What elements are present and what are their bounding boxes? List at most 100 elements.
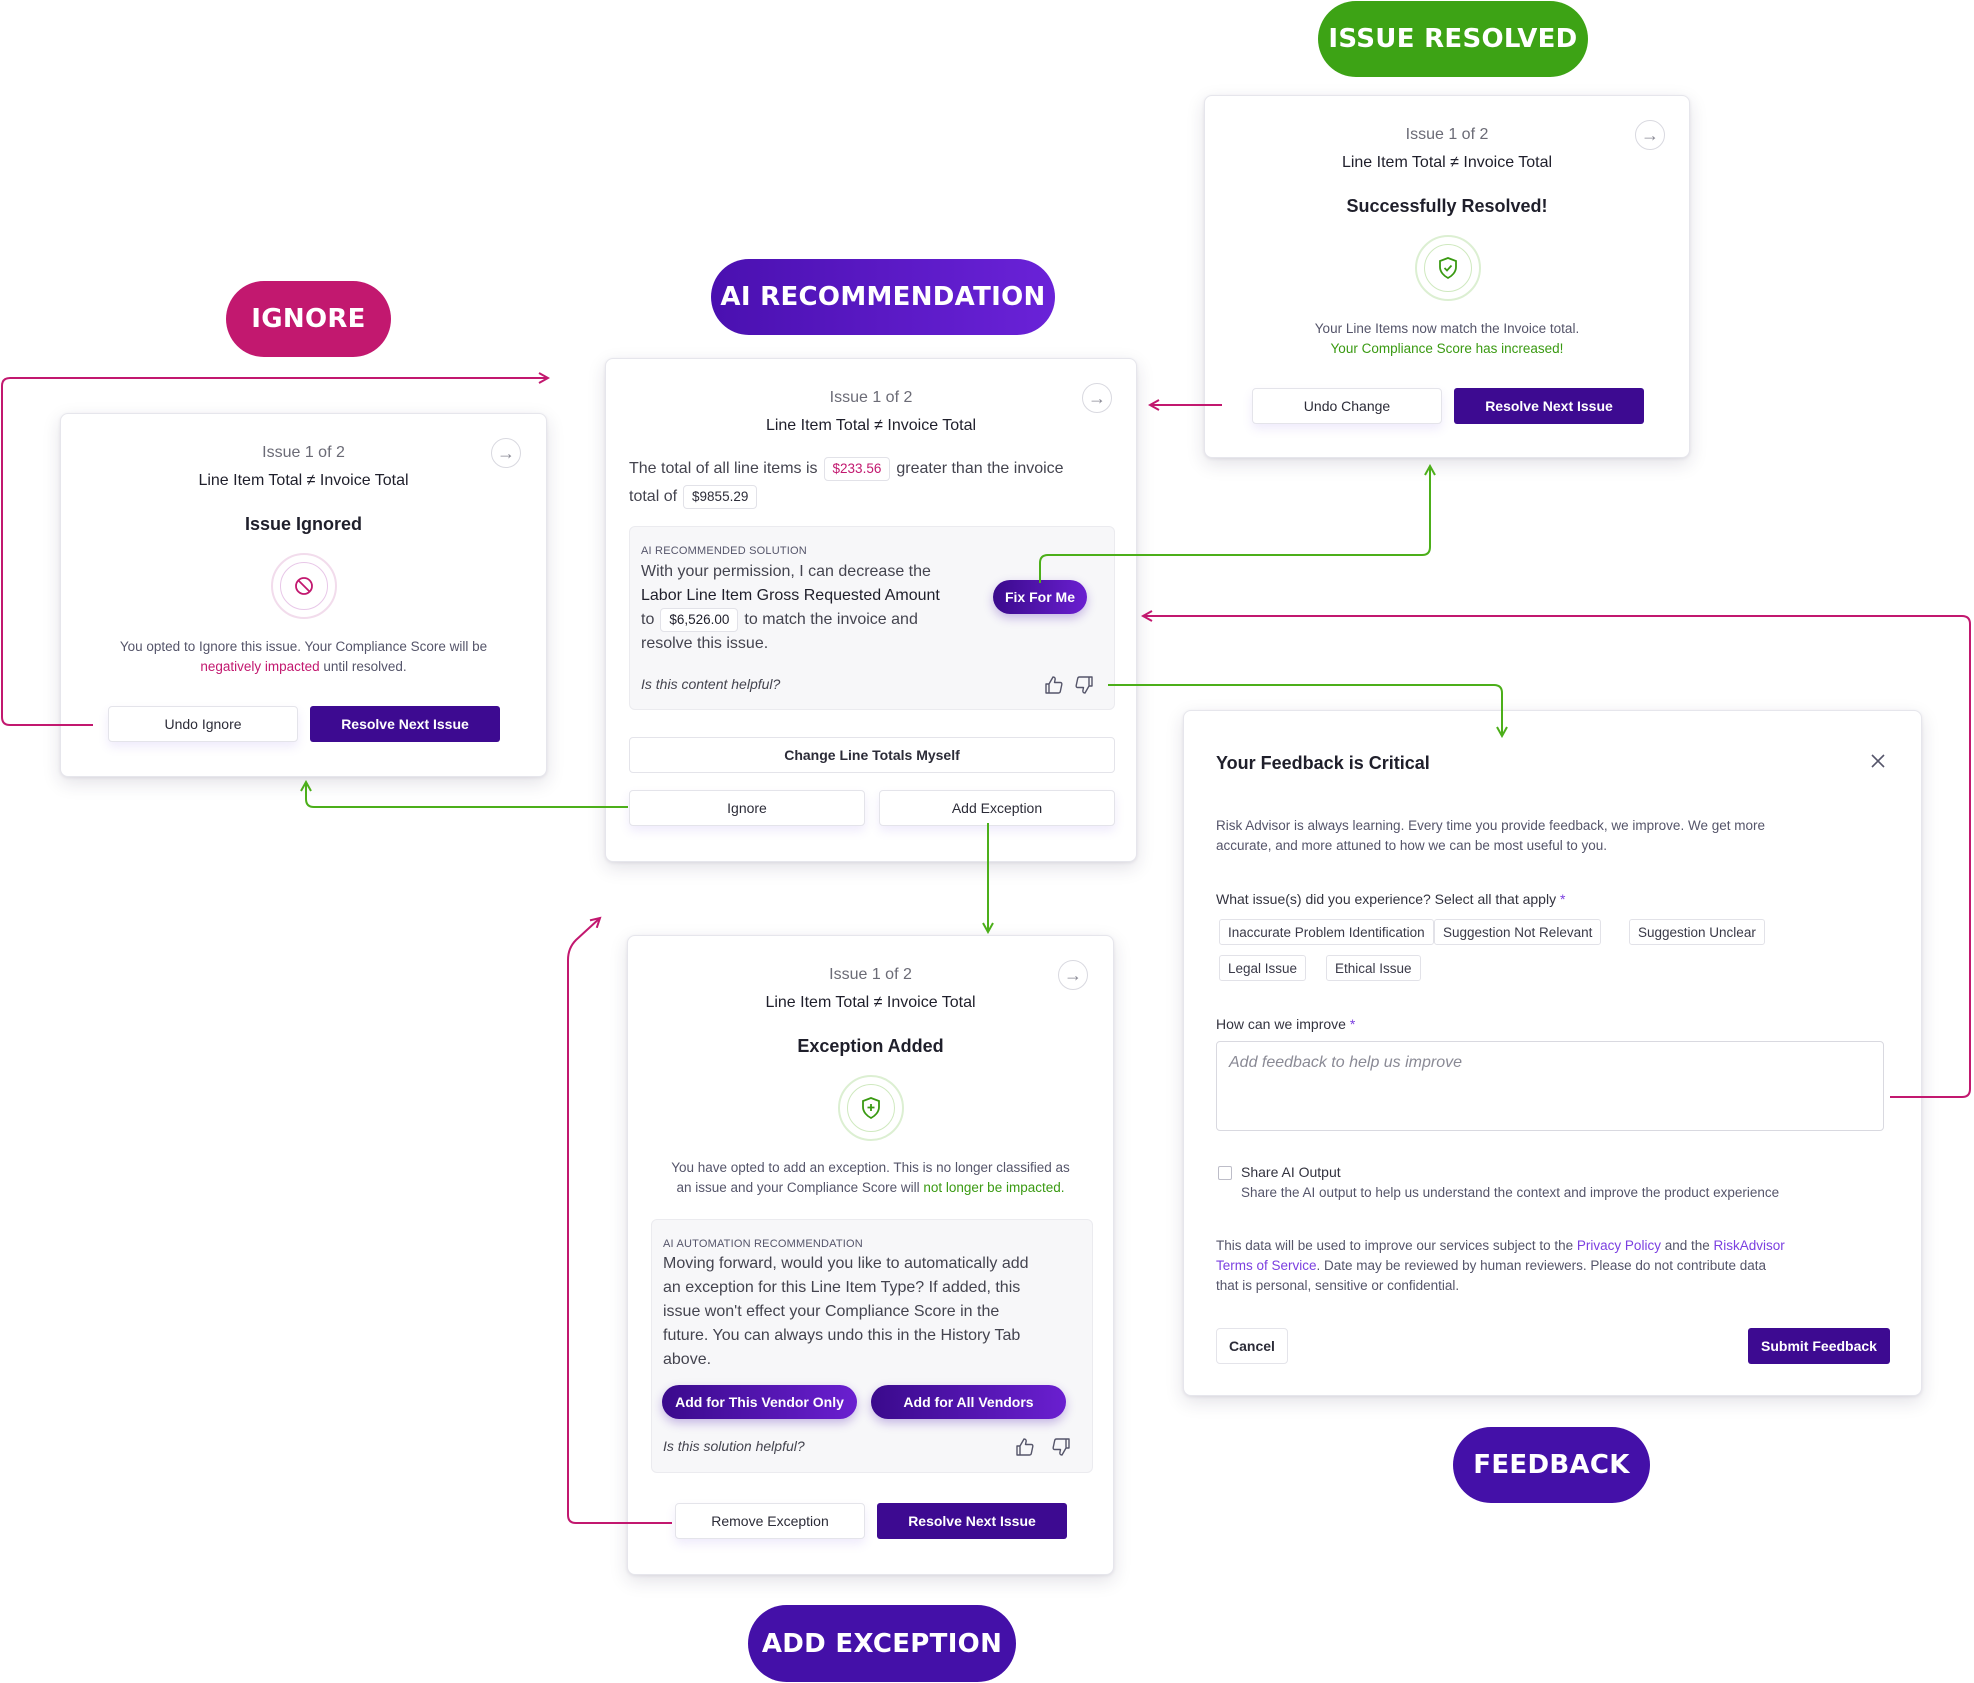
thumbs-up-icon <box>1045 676 1063 694</box>
thumbs-down-button[interactable] <box>1073 674 1095 696</box>
add-for-all-vendors-button[interactable]: Add for All Vendors <box>871 1385 1066 1419</box>
feedback-textarea[interactable]: Add feedback to help us improve <box>1216 1041 1884 1131</box>
resolve-next-issue-button[interactable]: Resolve Next Issue <box>877 1503 1067 1539</box>
submit-feedback-button[interactable]: Submit Feedback <box>1748 1328 1890 1364</box>
add-exception-button[interactable]: Add Exception <box>879 790 1115 826</box>
intro-line: Risk Advisor is always learning. Every t… <box>1216 818 1765 833</box>
recommended-amount: $6,526.00 <box>660 608 739 632</box>
rec-line-2: Labor Line Item Gross Requested Amount <box>641 587 940 604</box>
feedback-label: FEEDBACK <box>1453 1427 1650 1503</box>
tag-ethical-issue[interactable]: Ethical Issue <box>1326 955 1421 981</box>
resolved-card: Issue 1 of 2 → Line Item Total ≠ Invoice… <box>1204 95 1690 458</box>
automation-line: Moving forward, would you like to automa… <box>663 1255 1029 1272</box>
resolved-line-1: Your Line Items now match the Invoice to… <box>1314 321 1580 336</box>
issues-question: What issue(s) did you experience? Select… <box>1216 891 1565 907</box>
resolve-next-issue-button[interactable]: Resolve Next Issue <box>310 706 500 742</box>
privacy-policy-link[interactable]: Privacy Policy <box>1576 1238 1661 1253</box>
textarea-placeholder: Add feedback to help us improve <box>1229 1054 1463 1071</box>
arrow-right-icon: → <box>1088 388 1106 408</box>
exception-line-2-text: an issue and your Compliance Score will <box>676 1180 924 1195</box>
issue-title: Line Item Total ≠ Invoice Total <box>198 472 409 489</box>
difference-value: $233.56 <box>823 457 891 481</box>
riskadvisor-link[interactable]: RiskAdvisor <box>1713 1238 1785 1253</box>
automation-line: an exception for this Line Item Type? If… <box>663 1279 1021 1296</box>
negatively-impacted-text: negatively impacted <box>200 659 320 674</box>
intro-line: accurate, and more attuned to how we can… <box>1216 838 1607 853</box>
close-button[interactable] <box>1866 749 1890 773</box>
arrow-right-icon: → <box>497 443 515 463</box>
arrow-ignore-to-ignored <box>306 782 628 808</box>
next-arrow-button[interactable]: → <box>491 438 521 468</box>
undo-ignore-button[interactable]: Undo Ignore <box>108 706 298 742</box>
resolved-line-2: Your Compliance Score has increased! <box>1330 341 1564 356</box>
undo-change-button[interactable]: Undo Change <box>1252 388 1442 424</box>
thumbs-up-button[interactable] <box>1043 674 1065 696</box>
fix-for-me-button[interactable]: Fix For Me <box>993 580 1087 614</box>
feedback-card: Your Feedback is Critical Risk Advisor i… <box>1183 710 1922 1396</box>
helpful-question: Is this content helpful? <box>641 676 781 692</box>
thumbs-up-button[interactable] <box>1014 1436 1036 1458</box>
invoice-total-value: $9855.29 <box>683 485 758 509</box>
tag-legal-issue[interactable]: Legal Issue <box>1219 955 1307 981</box>
ai-solution-box: AI RECOMMENDED SOLUTION With your permis… <box>629 526 1115 710</box>
ignored-card: Issue 1 of 2 → Line Item Total ≠ Invoice… <box>60 413 547 777</box>
automation-line: issue won't effect your Compliance Score… <box>663 1303 1000 1320</box>
next-arrow-button[interactable]: → <box>1635 120 1665 150</box>
feedback-title: Your Feedback is Critical <box>1216 753 1430 773</box>
remove-exception-button[interactable]: Remove Exception <box>675 1503 865 1539</box>
ai-recommendation-label: AI RECOMMENDATION <box>711 259 1055 335</box>
recommendation-text: With your permission, I can decrease the… <box>641 560 981 656</box>
change-line-totals-button[interactable]: Change Line Totals Myself <box>629 737 1115 773</box>
thumbs-up-icon <box>1016 1438 1034 1456</box>
share-ai-output-desc: Share the AI output to help us understan… <box>1241 1185 1780 1200</box>
shield-plus-icon <box>862 1097 880 1119</box>
tag-inaccurate-problem[interactable]: Inaccurate Problem Identification <box>1219 919 1434 945</box>
ignored-line-2: negatively impacted until resolved. <box>61 657 546 677</box>
share-ai-output-checkbox[interactable] <box>1218 1166 1232 1180</box>
legal-text: This data will be used to improve our se… <box>1216 1236 1896 1296</box>
arrow-right-icon: → <box>1641 125 1659 145</box>
add-for-vendor-only-button[interactable]: Add for This Vendor Only <box>662 1385 857 1419</box>
issue-title: Line Item Total ≠ Invoice Total <box>765 994 976 1011</box>
cancel-button[interactable]: Cancel <box>1216 1328 1288 1364</box>
improve-question-text: How can we improve <box>1216 1016 1346 1032</box>
ignore-button[interactable]: Ignore <box>629 790 865 826</box>
status-ring <box>1415 235 1481 301</box>
automation-text: Moving forward, would you like to automa… <box>663 1252 1088 1372</box>
issue-count: Issue 1 of 2 <box>1405 126 1489 143</box>
tag-suggestion-unclear[interactable]: Suggestion Unclear <box>1629 919 1765 945</box>
exception-line-2: an issue and your Compliance Score will … <box>628 1178 1113 1198</box>
ignore-label: IGNORE <box>226 281 391 357</box>
legal-text-1: This data will be used to improve our se… <box>1216 1238 1577 1253</box>
next-arrow-button[interactable]: → <box>1058 960 1088 990</box>
ai-recommendation-card: Issue 1 of 2 → Line Item Total ≠ Invoice… <box>605 358 1137 862</box>
thumbs-down-icon <box>1052 1438 1070 1456</box>
feedback-intro: Risk Advisor is always learning. Every t… <box>1216 816 1765 856</box>
improve-question: How can we improve * <box>1216 1016 1355 1032</box>
arrow-right-icon: → <box>1064 965 1082 985</box>
issue-count: Issue 1 of 2 <box>262 444 345 461</box>
resolve-next-issue-button[interactable]: Resolve Next Issue <box>1454 388 1644 424</box>
issue-count: Issue 1 of 2 <box>829 389 913 406</box>
ignored-line-1: You opted to Ignore this issue. Your Com… <box>119 639 488 654</box>
rec-line-1: With your permission, I can decrease the <box>641 563 931 580</box>
add-exception-label: ADD EXCEPTION <box>748 1605 1016 1682</box>
desc-mid: greater than the invoice <box>896 460 1064 477</box>
automation-line: future. You can always undo this in the … <box>663 1327 1021 1344</box>
ban-icon <box>295 577 313 595</box>
issue-title: Line Item Total ≠ Invoice Total <box>1341 154 1553 171</box>
required-mark: * <box>1559 891 1566 907</box>
helpful-question: Is this solution helpful? <box>663 1438 805 1454</box>
status-ring <box>271 553 337 619</box>
status-title: Exception Added <box>797 1036 944 1056</box>
ignored-line-2-rest: until resolved. <box>319 659 407 674</box>
status-title: Successfully Resolved! <box>1346 196 1548 216</box>
terms-of-service-link[interactable]: Terms of Service <box>1216 1258 1317 1273</box>
rec-to: to <box>641 611 655 628</box>
tag-suggestion-not-relevant[interactable]: Suggestion Not Relevant <box>1434 919 1602 945</box>
desc-total-prefix: total of <box>629 488 678 505</box>
next-arrow-button[interactable]: → <box>1082 383 1112 413</box>
thumbs-down-button[interactable] <box>1050 1436 1072 1458</box>
eyebrow: AI AUTOMATION RECOMMENDATION <box>663 1238 863 1250</box>
not-impacted-text: not longer be impacted. <box>923 1180 1065 1195</box>
